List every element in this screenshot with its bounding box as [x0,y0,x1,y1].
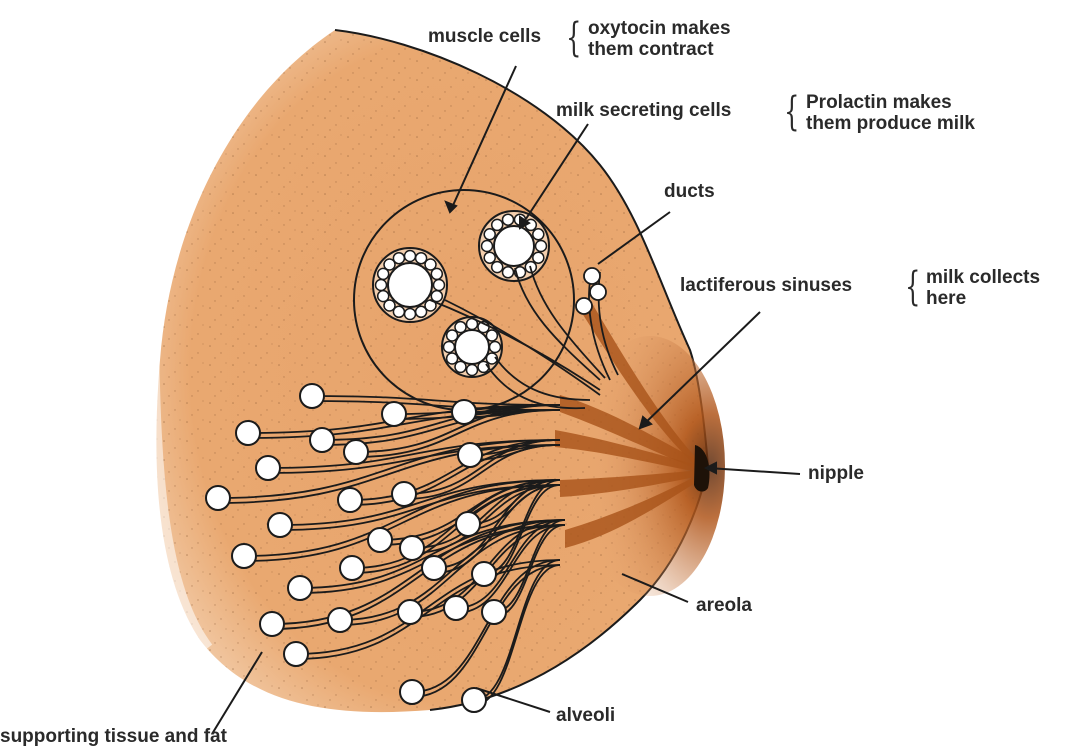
alveolus [400,680,424,704]
secreting-cell [416,306,427,317]
secreting-cell [405,251,416,262]
secreting-cell [376,280,387,291]
note-lactiferous-line1: milk collects [926,267,1040,288]
label-ducts: ducts [664,181,715,203]
secreting-cell [533,252,544,263]
secreting-cell [455,322,466,333]
label-lactiferous-sinuses: lactiferous sinuses [680,275,852,297]
alveolus [452,400,476,424]
label-alveoli: alveoli [556,705,615,727]
secreting-cell [492,262,503,273]
alveolus [260,612,284,636]
alveolus [482,600,506,624]
secreting-cell [393,253,404,264]
secreting-cell [533,229,544,240]
secreting-cell [492,219,503,230]
secreting-cell [434,280,445,291]
brace-muscle-cells: { [566,18,581,58]
label-nipple: nipple [808,463,864,485]
alveolus [368,528,392,552]
secreting-cell [467,365,478,376]
alveolus [288,576,312,600]
note-muscle-cells-line1: oxytocin makes [588,18,731,39]
duct-end-bulb [584,268,600,284]
secreting-cell [378,291,389,302]
secreting-cell [536,241,547,252]
secreting-cell [482,241,493,252]
alveolus [456,512,480,536]
secreting-cell [503,267,514,278]
brace-milk-secreting-cells: { [784,92,799,132]
alveolus [206,486,230,510]
secreting-cell [486,330,497,341]
secreting-cell [484,252,495,263]
alveolus [398,600,422,624]
note-lactiferous-line2: here [926,288,966,309]
alveolus [300,384,324,408]
secreting-cell [490,342,501,353]
secreting-cell [444,342,455,353]
alveolus [338,488,362,512]
alveolus [232,544,256,568]
alveolus [284,642,308,666]
brace-lactiferous-sinuses: { [905,267,920,307]
alveolus [256,456,280,480]
alveolus [344,440,368,464]
secreting-cell [447,330,458,341]
alveolus [310,428,334,452]
secreting-cell [455,361,466,372]
duct-end-bulb [590,284,606,300]
alveolus [472,562,496,586]
alveolus [268,513,292,537]
alveolus [422,556,446,580]
alveolus [392,482,416,506]
label-areola: areola [696,595,752,617]
secreting-cell [447,353,458,364]
secreting-cell [431,268,442,279]
alveolus [458,443,482,467]
label-muscle-cells: muscle cells [428,26,541,48]
note-milk-secreting-line2: them produce milk [806,113,975,134]
alveolus [444,596,468,620]
duct-end-bulb [576,298,592,314]
secreting-cell [503,214,514,225]
label-milk-secreting-cells: milk secreting cells [556,100,731,122]
note-muscle-cells-line2: them contract [588,39,714,60]
alveolus [462,688,486,712]
alveolus [328,608,352,632]
secreting-cell [484,229,495,240]
note-milk-secreting-line1: Prolactin makes [806,92,952,113]
secreting-cell [405,309,416,320]
label-supporting-tissue: supporting tissue and fat [0,726,227,748]
alveolus [340,556,364,580]
alveolus [236,421,260,445]
alveolus [400,536,424,560]
alveolus [382,402,406,426]
